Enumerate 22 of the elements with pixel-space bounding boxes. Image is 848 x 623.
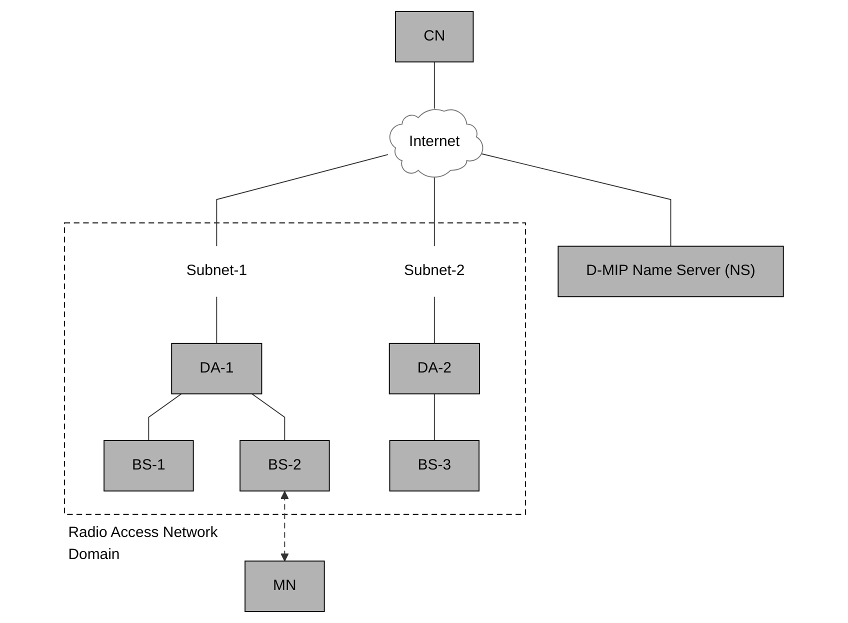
- connector: [480, 153, 672, 247]
- node-box: CN: [395, 11, 474, 62]
- node-box: BS-3: [389, 440, 480, 492]
- connector: [434, 296, 435, 344]
- node-box: MN: [244, 560, 325, 612]
- connector: [148, 393, 182, 442]
- node-box: BS-1: [104, 440, 194, 492]
- node-text: Subnet-1: [186, 263, 248, 279]
- node-label: Radio Access Network Domain: [68, 524, 218, 563]
- arrow: [280, 491, 289, 562]
- connector: [216, 296, 218, 344]
- connector: [434, 61, 435, 110]
- node-box: DA-1: [171, 342, 262, 394]
- connector: [252, 393, 286, 442]
- node-text: Subnet-2: [404, 263, 465, 279]
- node-box: BS-2: [240, 440, 330, 492]
- connector: [434, 176, 435, 247]
- node-box: DA-2: [388, 342, 480, 394]
- node-box: D-MIP Name Server (NS): [558, 246, 784, 298]
- connector: [434, 393, 435, 442]
- connector: [216, 154, 388, 247]
- cluster: [64, 222, 526, 515]
